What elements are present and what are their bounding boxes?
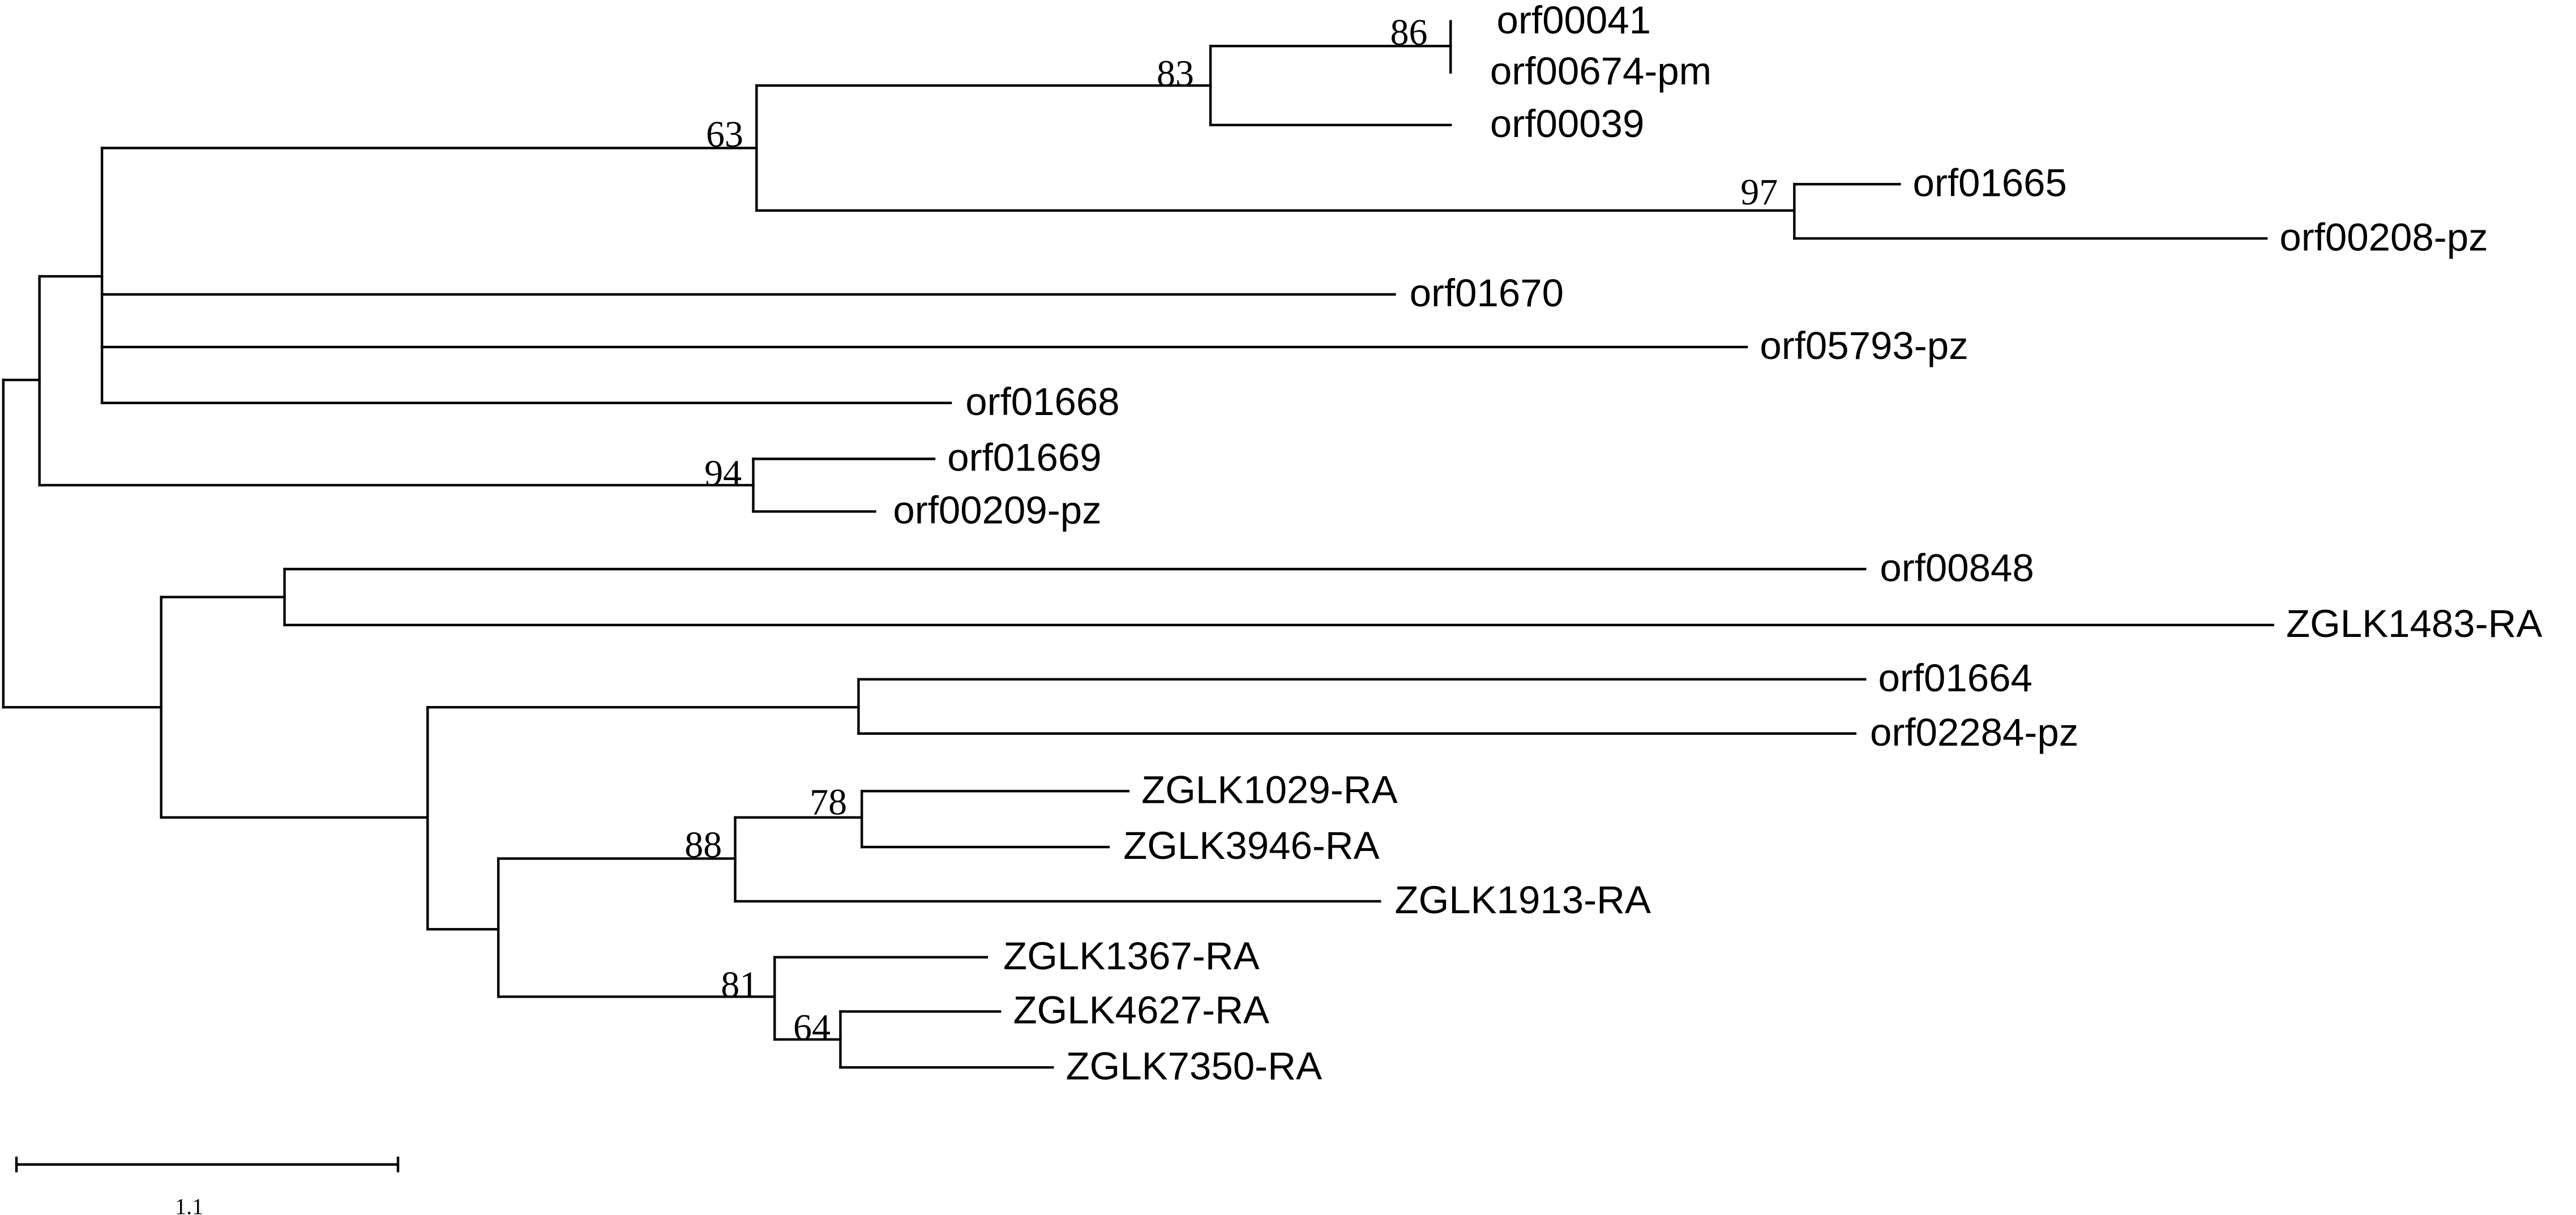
leaf-label-ZGLK1483-RA: ZGLK1483-RA (2286, 602, 2543, 645)
leaf-label-orf05793-pz: orf05793-pz (1760, 324, 1968, 367)
leaf-label-orf01665: orf01665 (1913, 161, 2067, 204)
leaf-label-ZGLK7350-RA: ZGLK7350-RA (1066, 1044, 1322, 1088)
scale-bar: 1.1 (15, 1156, 400, 1215)
leaf-label-orf00208-pz: orf00208-pz (2279, 215, 2488, 259)
tree-branches (2, 20, 2274, 1069)
leaf-label-orf00041: orf00041 (1497, 0, 1651, 42)
support-value-88: 88 (684, 824, 722, 866)
leaf-label-ZGLK1367-RA: ZGLK1367-RA (1003, 934, 1260, 978)
support-value-63: 63 (706, 114, 743, 155)
support-value-81: 81 (721, 964, 758, 1006)
tree-labels: orf00041 orf00674-pm orf00039 orf01665 orf00… (684, 0, 2542, 1088)
leaf-label-orf01669: orf01669 (947, 436, 1101, 480)
leaf-label-orf02284-pz: orf02284-pz (1870, 711, 2078, 754)
leaf-label-orf00209-pz: orf00209-pz (893, 489, 1101, 532)
support-value-64: 64 (793, 1007, 831, 1049)
leaf-label-orf01664: orf01664 (1878, 656, 2032, 700)
support-value-83: 83 (1157, 53, 1194, 95)
support-value-97: 97 (1740, 172, 1778, 213)
leaf-label-ZGLK3946-RA: ZGLK3946-RA (1123, 824, 1380, 867)
scale-bar-label: 1.1 (175, 1193, 203, 1215)
leaf-label-orf00848: orf00848 (1880, 546, 2034, 589)
support-value-78: 78 (810, 782, 847, 823)
leaf-label-orf01670: orf01670 (1410, 271, 1564, 315)
leaf-label-orf00039: orf00039 (1490, 102, 1644, 146)
support-value-86: 86 (1390, 12, 1428, 53)
leaf-label-ZGLK1913-RA: ZGLK1913-RA (1394, 878, 1651, 922)
leaf-label-ZGLK1029-RA: ZGLK1029-RA (1141, 768, 1398, 811)
leaf-label-orf00674-pm: orf00674-pm (1490, 49, 1711, 93)
leaf-label-ZGLK4627-RA: ZGLK4627-RA (1013, 989, 1269, 1032)
leaf-label-orf01668: orf01668 (965, 380, 1119, 423)
support-value-94: 94 (704, 453, 742, 494)
